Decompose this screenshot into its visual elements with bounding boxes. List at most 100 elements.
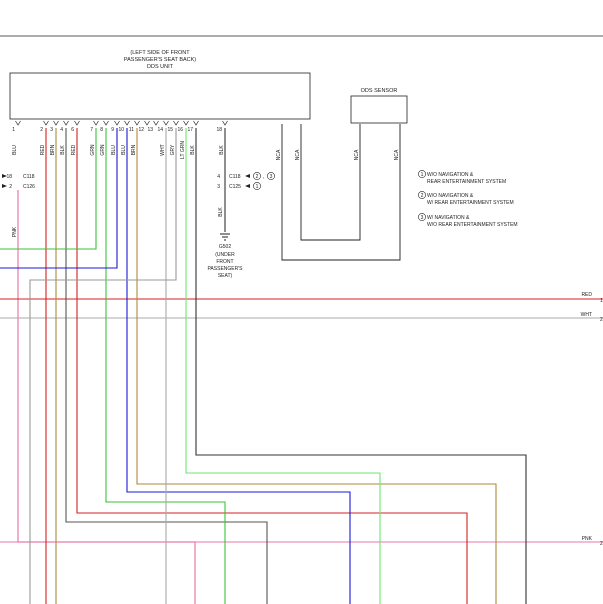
legend-ref-3: 3	[421, 215, 424, 221]
pin-terminal-16	[183, 120, 189, 126]
left-connector-conn-a: C118	[23, 174, 35, 180]
nca-label-4: NCA	[394, 149, 400, 160]
right-arrow-a	[245, 174, 250, 178]
pin-number-12: 12	[138, 127, 144, 133]
right-connector-pin-b: 3	[217, 184, 220, 190]
pin-terminal-12	[144, 120, 150, 126]
pin-terminal-17	[193, 120, 199, 126]
pin-terminal-13	[153, 120, 159, 126]
bus-label-wht: WHT	[581, 312, 592, 318]
ground-name: G502	[219, 244, 231, 250]
ref-circle-b	[253, 182, 261, 190]
pin-wire-label-8: GRN	[100, 144, 106, 156]
pin-terminal-9	[114, 120, 120, 126]
right-connector-conn-b: C125	[229, 184, 241, 190]
legend-ref-1: 1	[421, 172, 424, 178]
bus-label-red: RED	[581, 292, 592, 298]
pin-wire-label-2: RED	[40, 144, 46, 155]
pin-wire-label-1: BLU	[12, 145, 18, 155]
pin-number-18: 18	[216, 127, 222, 133]
pin-terminal-8	[103, 120, 109, 126]
ground-location-1: (UNDER	[215, 252, 235, 258]
legend: 1 W/O NAVIGATION & REAR ENTERTAINMENT SY…	[418, 170, 518, 228]
pin-number-13: 13	[147, 127, 153, 133]
pin-wire-label-10: BLU	[121, 145, 127, 155]
pin-number-6: 6	[71, 127, 74, 133]
legend-1-line-1: W/O NAVIGATION &	[427, 172, 474, 178]
dds-unit-box	[9, 72, 311, 120]
pin-wire-label-9: BLU	[111, 145, 117, 155]
dds-location-line-2: PASSENGER'S SEAT BACK)	[124, 57, 196, 63]
pin-number-11: 11	[129, 127, 134, 133]
nca-label-1: NCA	[276, 149, 282, 160]
dds-unit-name: DDS UNIT	[147, 64, 174, 70]
pin-terminal-1	[15, 120, 21, 126]
nca-label-3: NCA	[354, 149, 360, 160]
left-connector-conn-b: C126	[23, 184, 35, 190]
pin-terminal-7	[93, 120, 99, 126]
pin-terminal-3	[53, 120, 59, 126]
left-arrow-b	[2, 184, 7, 188]
pin-terminal-10	[124, 120, 130, 126]
pin-wire-label-17: BLK	[190, 145, 196, 155]
legend-1-line-2: REAR ENTERTAINMENT SYSTEM	[427, 179, 506, 185]
pin-terminal-18	[222, 120, 228, 126]
left-wire-label: PNK	[12, 226, 18, 237]
dds-location-line-1: (LEFT SIDE OF FRONT	[130, 50, 190, 56]
pin-terminal-15	[173, 120, 179, 126]
pin-number-9: 9	[111, 127, 114, 133]
ground-location-4: SEAT)	[218, 273, 233, 279]
pin-number-3: 3	[50, 127, 53, 133]
bus-num-red: 1	[600, 298, 603, 304]
pin-wire-label-3: BRN	[50, 144, 56, 155]
left-connector-pin-a: 18	[6, 174, 12, 180]
ods-sensor-name: ODS SENSOR	[361, 88, 398, 94]
nca-label-2: NCA	[295, 149, 301, 160]
pin-number-14: 14	[157, 127, 163, 133]
pin-number-10: 10	[118, 127, 124, 133]
pin-wire-label-14: WHT	[160, 144, 166, 155]
pin-number-15: 15	[167, 127, 173, 133]
pin-wire-label-16: LT GRN	[180, 141, 186, 159]
pin-terminal-6	[74, 120, 80, 126]
pin-number-17: 17	[187, 127, 193, 133]
ground-icon	[220, 233, 230, 241]
ref-circle-a	[253, 172, 261, 180]
bus-label-pnk: PNK	[582, 536, 593, 542]
ground-location-2: FRONT	[216, 259, 233, 265]
pin-wire-label-6: RED	[71, 144, 77, 155]
pin-terminal-11	[134, 120, 140, 126]
right-wire-label: BLK	[218, 207, 224, 217]
pin-wire-label-7: GRN	[90, 144, 96, 156]
right-connector-pin-a: 4	[217, 174, 220, 180]
pin-terminal-2	[43, 120, 49, 126]
pin-terminal-4	[63, 120, 69, 126]
pin-wire-label-15: GRY	[170, 144, 176, 155]
right-connector-conn-a: C118	[229, 174, 241, 180]
ground-location-3: PASSENGER'S	[207, 266, 243, 272]
pin-wire-label-18: BLK	[219, 145, 225, 155]
pin-number-7: 7	[90, 127, 93, 133]
legend-3-line-2: W/O REAR ENTERTAINMENT SYSTEM	[427, 222, 518, 228]
pin-number-4: 4	[60, 127, 63, 133]
right-connector-ref-a2: 3	[270, 174, 273, 180]
right-connector-ref-b: 1	[256, 184, 259, 190]
dds-pins: 1BLU2RED3BRN4BLK6RED7GRN8GRN9BLU10BLU11B…	[12, 120, 228, 159]
pin-number-2: 2	[40, 127, 43, 133]
wires	[0, 124, 603, 604]
pin-number-16: 16	[177, 127, 183, 133]
bus-num-wht: 2	[600, 317, 603, 323]
right-connector-ref-a: 2	[256, 174, 259, 180]
ref-circle-a2	[267, 172, 275, 180]
ref-comma: ,	[263, 174, 264, 180]
left-arrow-a	[2, 174, 7, 178]
legend-2-line-1: W/O NAVIGATION &	[427, 193, 474, 199]
ods-sensor-box	[350, 95, 408, 124]
pin-wire-label-4: BLK	[60, 145, 66, 155]
pin-wire-label-11: BRN	[131, 144, 137, 155]
bus-num-pnk: 2	[600, 541, 603, 547]
legend-2-line-2: W/ REAR ENTERTAINMENT SYSTEM	[427, 200, 514, 206]
pin-terminal-14	[163, 120, 169, 126]
pin-number-1: 1	[12, 127, 15, 133]
